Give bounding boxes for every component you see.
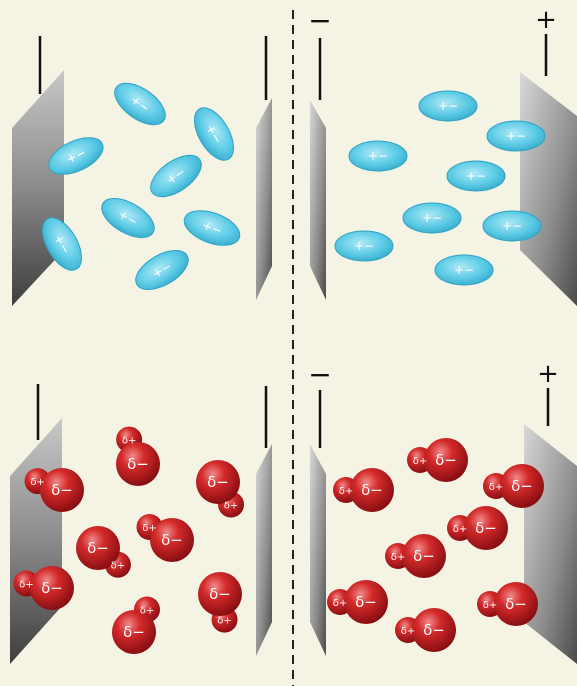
top-right-molecule-charge-label: +− [502, 219, 522, 233]
bottom-right-molecule-delta-plus: δ+ [391, 552, 406, 563]
bottom-right-positive-terminal: + [537, 359, 559, 389]
bottom-right-molecule: δ− δ+ [395, 608, 456, 652]
top-right-molecule: +− [435, 255, 493, 285]
top-right-molecule-charge-label: +− [466, 169, 486, 183]
top-right-negative-plate [310, 100, 326, 300]
bottom-right-molecule-delta-minus: δ− [511, 477, 533, 495]
bottom-right-molecule-delta-minus: δ− [435, 451, 457, 469]
bottom-right-molecule-delta-plus: δ+ [489, 482, 504, 493]
bottom-left-molecule-delta-minus: δ− [87, 539, 109, 557]
top-right-molecule: +− [335, 231, 393, 261]
bottom-left-molecule-delta-plus: δ+ [140, 605, 155, 616]
bottom-left-molecule-delta-plus: δ+ [224, 501, 239, 512]
bottom-left-molecule: δ−δ+ [76, 526, 131, 578]
top-left-molecule: +− [108, 75, 173, 133]
bottom-left-molecule-delta-minus: δ− [207, 473, 229, 491]
bottom-right-molecule: δ− δ+ [447, 506, 508, 550]
top-left-molecule: +− [95, 191, 160, 246]
bottom-right-molecule-delta-plus: δ+ [483, 600, 498, 611]
bottom-left-molecule: δ− δ+ [116, 427, 160, 486]
top-left-molecule: +− [129, 243, 194, 298]
top-left-left-plate [12, 70, 64, 306]
top-right-molecule: +− [419, 91, 477, 121]
top-right-molecule-charge-label: +− [354, 239, 374, 253]
bottom-left-molecule-delta-minus: δ− [161, 531, 183, 549]
bottom-right-molecule-delta-minus: δ− [355, 593, 377, 611]
top-left-molecules: +−+−+−+−+−+−+−+− [35, 75, 245, 297]
bottom-left-molecule-delta-minus: δ− [41, 579, 63, 597]
bottom-right-molecule-delta-minus: δ− [475, 519, 497, 537]
top-left-capacitor [12, 36, 272, 306]
top-right-molecule-charge-label: +− [454, 263, 474, 277]
top-right-molecule: +− [403, 203, 461, 233]
bottom-right-molecule-delta-minus: δ− [361, 481, 383, 499]
bottom-left-molecule: δ− δ+ [198, 572, 242, 633]
bottom-left-molecule-delta-plus: δ+ [122, 436, 137, 447]
bottom-left-molecule: δ− δ+ [112, 596, 160, 654]
bottom-right-molecule: δ− δ+ [407, 438, 468, 482]
bottom-right-molecule-delta-plus: δ+ [339, 486, 354, 497]
bottom-right-molecule: δ− δ+ [327, 580, 388, 624]
bottom-left-right-plate [256, 444, 272, 656]
bottom-left-molecule: δ− δ+ [136, 514, 194, 562]
bottom-left-molecule-delta-minus: δ− [127, 455, 149, 473]
bottom-right-molecule-delta-minus: δ− [505, 595, 527, 613]
top-right-positive-plate [520, 72, 577, 306]
top-left-molecule: +− [180, 204, 245, 252]
top-right-molecule: +− [483, 211, 541, 241]
top-left-molecule: +− [144, 147, 209, 205]
bottom-left-molecule-delta-minus: δ− [209, 585, 231, 603]
top-right-molecule: +− [487, 121, 545, 151]
bottom-right-molecules: δ− δ+ δ− δ+ δ− δ+ δ− δ+ δ− δ+ δ− δ+ δ− δ+ δ− δ+ [327, 438, 544, 652]
bottom-left-molecule-delta-plus: δ+ [142, 523, 157, 534]
bottom-right-molecule-delta-minus: δ− [413, 547, 435, 565]
top-right-molecule-charge-label: +− [438, 99, 458, 113]
bottom-left-molecule: δ− δ+ [196, 460, 244, 518]
bottom-right-negative-terminal: − [308, 358, 331, 391]
top-right-negative-terminal: − [308, 4, 331, 37]
bottom-right-molecule: δ− δ+ [483, 464, 544, 508]
bottom-right-molecule: δ− δ+ [333, 468, 394, 512]
top-right-molecule-charge-label: +− [422, 211, 442, 225]
bottom-left-molecule-delta-plus: δ+ [111, 561, 126, 572]
top-right-molecule: +− [447, 161, 505, 191]
bottom-right-molecule: δ− δ+ [477, 582, 538, 626]
bottom-right-molecule-delta-plus: δ+ [453, 524, 468, 535]
bottom-left-molecule-delta-minus: δ− [51, 481, 73, 499]
bottom-right-molecule-delta-minus: δ− [423, 621, 445, 639]
top-right-positive-terminal: + [535, 5, 557, 35]
top-left-right-plate [256, 98, 272, 300]
bottom-right-molecule-delta-plus: δ+ [333, 598, 348, 609]
bottom-right-molecule-delta-plus: δ+ [401, 626, 416, 637]
bottom-right-molecule: δ− δ+ [385, 534, 446, 578]
bottom-right-negative-plate [310, 444, 326, 656]
bottom-left-molecule-delta-plus: δ+ [217, 616, 232, 627]
bottom-right-molecule-delta-plus: δ+ [413, 456, 428, 467]
bottom-right-positive-plate [524, 424, 577, 664]
bottom-left-molecule-delta-plus: δ+ [19, 579, 34, 590]
bottom-left-molecule-delta-minus: δ− [123, 623, 145, 641]
bottom-left-left-plate [10, 418, 62, 664]
top-right-molecule-charge-label: +− [368, 149, 388, 163]
top-right-molecule-charge-label: +− [506, 129, 526, 143]
top-right-molecule: +− [349, 141, 407, 171]
bottom-left-molecule-delta-plus: δ+ [30, 477, 45, 488]
top-right-molecules: +− +− +− +− +− +− +− +− [335, 91, 545, 285]
